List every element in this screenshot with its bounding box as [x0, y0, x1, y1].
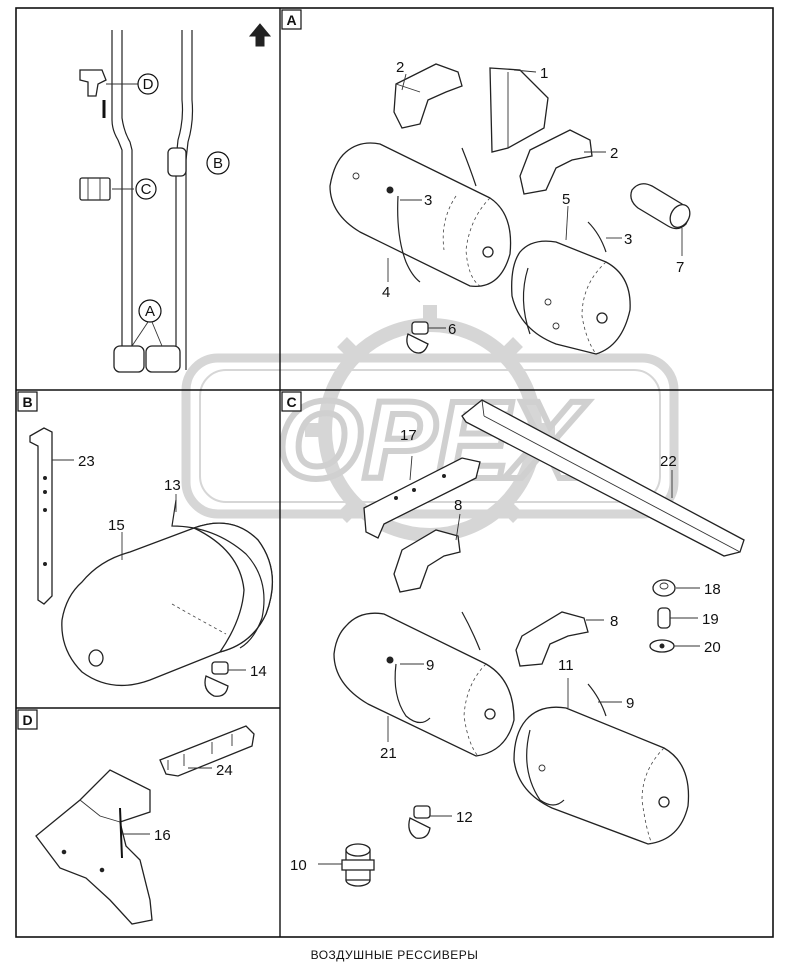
- callout-c: C: [135, 178, 157, 200]
- spacer-19: [657, 607, 671, 629]
- label-part-19: 19: [702, 611, 719, 628]
- receiver-tank-c-lower: [513, 683, 690, 845]
- diagram-caption: ВОЗДУШНЫЕ РЕССИВЕРЫ: [310, 948, 479, 962]
- callout-a: A: [138, 299, 162, 323]
- label-part-9-upper: 9: [426, 657, 434, 674]
- receiver-tank-a-lower: [511, 221, 631, 355]
- washer-20: [649, 639, 675, 653]
- panel-label-d: D: [17, 709, 38, 730]
- label-part-10: 10: [290, 857, 307, 874]
- label-part-12: 12: [456, 809, 473, 826]
- panel-c-assembly: [318, 399, 745, 887]
- callout-b: B: [206, 151, 230, 175]
- fitting-7: [630, 183, 691, 230]
- label-part-11: 11: [558, 657, 574, 674]
- panel-a-assembly: [329, 63, 691, 355]
- label-part-14: 14: [250, 663, 267, 680]
- label-part-18: 18: [704, 581, 721, 598]
- receiver-tank-c-upper: [333, 611, 515, 757]
- label-part-20: 20: [704, 639, 721, 656]
- svg-text:B: B: [22, 394, 32, 410]
- chassis-overview: D B C A: [79, 23, 272, 373]
- panel-label-b: B: [17, 391, 38, 412]
- label-part-3-upper: 3: [424, 192, 432, 209]
- label-part-17: 17: [400, 427, 417, 444]
- label-part-16: 16: [154, 827, 171, 844]
- label-part-7: 7: [676, 259, 684, 276]
- svg-text:D: D: [143, 76, 154, 93]
- panel-label-a: A: [281, 9, 302, 30]
- callout-d: D: [137, 73, 159, 95]
- label-part-8-lower: 8: [610, 613, 618, 630]
- label-part-15: 15: [108, 517, 125, 534]
- svg-text:D: D: [22, 712, 32, 728]
- svg-text:A: A: [286, 12, 296, 28]
- label-part-8-upper: 8: [454, 497, 462, 514]
- label-part-9-lower: 9: [626, 695, 634, 712]
- label-part-13: 13: [164, 477, 181, 494]
- drain-valve-12: [408, 805, 431, 839]
- label-part-24: 24: [216, 762, 233, 779]
- washer-18: [652, 579, 676, 597]
- label-part-3-lower: 3: [624, 231, 632, 248]
- receiver-tank-b: [61, 499, 274, 686]
- up-arrow-icon: [248, 23, 272, 47]
- svg-text:C: C: [286, 394, 296, 410]
- receiver-tank-a-upper: [329, 142, 512, 288]
- panel-b-assembly: [29, 427, 274, 697]
- label-part-6: 6: [448, 321, 456, 338]
- label-part-4: 4: [382, 284, 390, 301]
- label-part-2-top: 2: [396, 59, 404, 76]
- label-part-22: 22: [660, 453, 677, 470]
- panel-frames: [15, 7, 774, 938]
- svg-text:B: B: [213, 155, 223, 172]
- panel-d-assembly: [35, 725, 255, 925]
- drain-valve-6: [406, 321, 429, 354]
- label-part-21: 21: [380, 745, 397, 762]
- label-part-1: 1: [540, 65, 548, 82]
- svg-text:C: C: [141, 181, 152, 198]
- fitting-10: [341, 843, 375, 887]
- svg-text:A: A: [145, 303, 155, 320]
- part-labels: 1 2 2 3 3 4 5 6 7 8 8 9 9 10 11 12 13 14…: [78, 59, 721, 874]
- label-part-23: 23: [78, 453, 95, 470]
- label-part-5: 5: [562, 191, 570, 208]
- label-part-2-right: 2: [610, 145, 618, 162]
- panel-label-c: C: [281, 391, 302, 412]
- drain-valve-14: [204, 661, 229, 697]
